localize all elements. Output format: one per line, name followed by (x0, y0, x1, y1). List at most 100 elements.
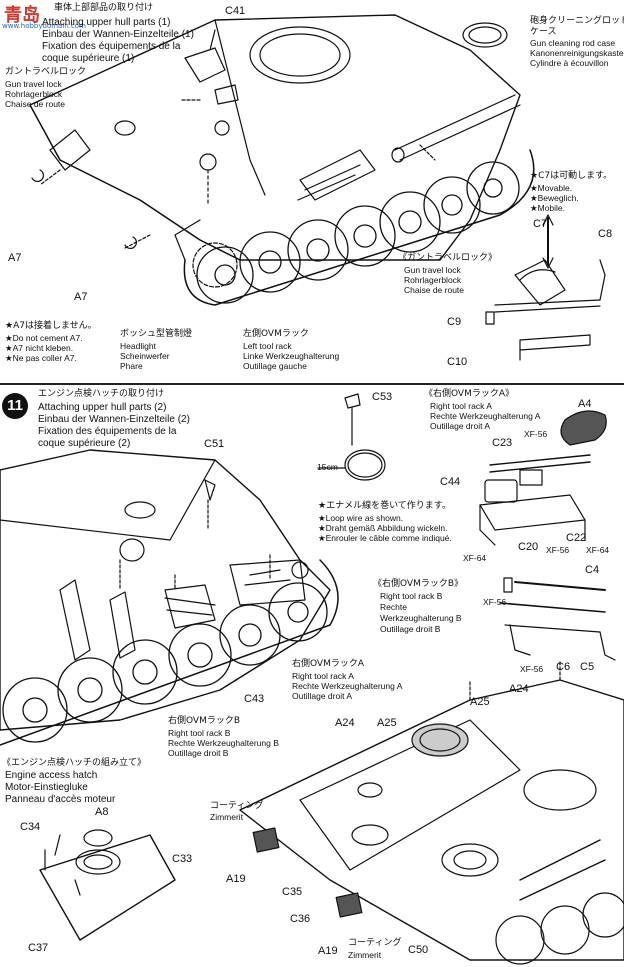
hatch-title-de: Motor-Einstiegluke (5, 782, 88, 793)
a7-note-fr: ★Ne pas coller A7. (5, 353, 77, 363)
left-rack-en: Left tool rack (243, 341, 292, 351)
part-a24-a: A24 (335, 717, 355, 729)
c7-note-fr: ★Mobile. (530, 203, 566, 213)
gun-travel-lock-detail (485, 214, 606, 361)
part-c53: C53 (372, 391, 393, 403)
part-c6: C6 (556, 661, 571, 673)
part-a19-a: A19 (226, 873, 246, 885)
part-a25-a: A25 (377, 717, 397, 729)
part-a8: A8 (95, 806, 109, 818)
left-rack-de: Linke Werkzeughalterung (243, 351, 340, 361)
step11-title-en: Attaching upper hull parts (2) (38, 402, 167, 413)
step10-hull-drawing (29, 14, 535, 306)
rack-a-box-de: Rechte Werkzeughalterung A (430, 411, 541, 421)
headlight-de: Scheinwerfer (120, 351, 170, 361)
watermark-site: www.hobbydomain.com (2, 22, 86, 30)
step11-number-badge: 11 (2, 393, 28, 419)
part-c51: C51 (204, 438, 225, 450)
part-a24-b: A24 (509, 683, 529, 695)
lock-box-jp: 《ガントラベルロック》 (398, 253, 498, 263)
part-c36: C36 (290, 913, 311, 925)
part-a7-a: A7 (8, 252, 22, 264)
tool-rack-a-detail (479, 410, 607, 546)
rack-a-box-en: Right tool rack A (430, 401, 492, 411)
part-c44: C44 (440, 476, 461, 488)
rod-case-jp-2: ケース (530, 27, 557, 37)
part-c34: C34 (20, 821, 41, 833)
coating-jp-2: コーティング (348, 938, 402, 948)
travel-lock-fr: Chaise de route (5, 99, 66, 109)
rack-a-label-jp: 右側OVMラックA (292, 659, 365, 669)
part-c7: C7 (533, 218, 548, 230)
c7-note-en: ★Movable. (530, 183, 573, 193)
part-c50: C50 (408, 944, 429, 956)
watermark-logo: 青岛 www.hobbydomain.com (2, 0, 86, 30)
paint-xf56-b: XF-56 (546, 545, 570, 555)
part-c41: C41 (225, 5, 246, 17)
rod-case-de: Kanonenreinigungskasten (530, 48, 624, 58)
step10-title-fr-2: coque supérieure (1) (42, 53, 135, 64)
part-c4: C4 (585, 564, 600, 576)
wire-note-fr: ★Enrouler le câble comme indiqué. (318, 533, 452, 543)
paint-xf64-a: XF-64 (463, 553, 487, 563)
rack-a-label-fr: Outillage droit A (292, 691, 353, 701)
rack-b-label-fr: Outillage droit B (168, 748, 229, 758)
part-c35: C35 (282, 886, 303, 898)
part-a7-b: A7 (74, 291, 88, 303)
step11-hull-drawing (0, 449, 339, 746)
lock-box-en: Gun travel lock (404, 265, 461, 275)
wire-note-en: ★Loop wire as shown. (318, 513, 404, 523)
part-c10: C10 (447, 356, 468, 368)
step10-title-de: Einbau der Wannen-Einzelteile (1) (42, 29, 194, 40)
travel-lock-de: Rohrlagerblock (5, 89, 63, 99)
part-a25-b: A25 (470, 696, 490, 708)
rack-a-label-en: Right tool rack A (292, 671, 354, 681)
step11-title-fr-2: coque supérieure (2) (38, 438, 131, 449)
c7-note-de: ★Beweglich. (530, 193, 579, 203)
left-rack-fr: Outillage gauche (243, 361, 307, 371)
a7-note-de: ★A7 nicht kleben. (5, 343, 74, 353)
part-a4: A4 (578, 398, 592, 410)
part-c20: C20 (518, 541, 539, 553)
a7-note-jp: ★A7は接着しません。 (5, 321, 97, 331)
paint-xf56-d: XF-56 (520, 664, 544, 674)
paint-xf64-b: XF-64 (586, 545, 610, 555)
rack-b-box-de-1: Rechte (380, 602, 407, 612)
part-c9: C9 (447, 316, 462, 328)
step-divider (0, 383, 624, 385)
part-c33: C33 (172, 853, 193, 865)
step10-title-fr-1: Fixation des équipements de la (42, 41, 181, 52)
left-rack-jp: 左側OVMラック (243, 329, 309, 339)
paint-xf56-a: XF-56 (524, 429, 548, 439)
a7-note-en: ★Do not cement A7. (5, 333, 83, 343)
coating-jp-1: コーティング (210, 801, 264, 811)
part-c23: C23 (492, 437, 513, 449)
tool-rack-b-detail (499, 577, 616, 661)
rod-case-en: Gun cleaning rod case (530, 38, 616, 48)
rack-b-box-de-2: Werkzeughalterung B (380, 613, 462, 623)
headlight-en: Headlight (120, 341, 156, 351)
rear-deck-drawing (239, 659, 624, 965)
wire-note-de: ★Draht gemäß Abbildung wickeln. (318, 523, 448, 533)
step11-title-jp: エンジン点検ハッチの取り付け (38, 389, 165, 399)
step11-title-fr-1: Fixation des équipements de la (38, 426, 177, 437)
rack-b-box-en: Right tool rack B (380, 591, 443, 601)
headlight-jp: ボッシュ型管制燈 (120, 329, 193, 339)
rod-case-jp-1: 砲身クリーニングロッド (530, 16, 624, 26)
part-c8: C8 (598, 228, 613, 240)
engine-hatch-detail (39, 829, 176, 941)
paint-xf56-c: XF-56 (483, 597, 507, 607)
rack-a-box-jp: 《右側OVMラックA》 (424, 389, 515, 399)
zimmerit-1: Zimmerit (210, 812, 244, 822)
rack-b-box-jp: 《右側OVMラックB》 (373, 579, 464, 589)
travel-lock-en: Gun travel lock (5, 79, 62, 89)
rack-b-label-de: Rechte Werkzeughalterung B (168, 738, 279, 748)
part-c43: C43 (244, 693, 265, 705)
wire-note-jp: ★エナメル線を巻いて作ります。 (318, 501, 451, 511)
step10-title-en: Attaching upper hull parts (1) (42, 17, 171, 28)
wire-loop-detail (317, 393, 386, 481)
watermark-logo-text: 青岛 (4, 5, 40, 26)
hatch-title-jp: 《エンジン点検ハッチの組み立て》 (2, 758, 147, 768)
headlight-fr: Phare (120, 361, 143, 371)
